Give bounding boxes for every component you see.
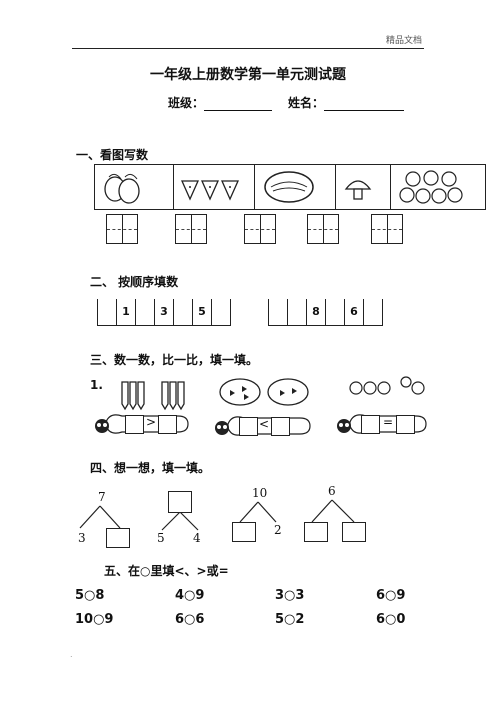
write-box-2[interactable] — [175, 214, 207, 244]
section-3-title: 三、数一数，比一比，填一填。 — [90, 353, 259, 367]
footer-mark: . — [70, 650, 73, 659]
seq-cell: 8 — [307, 299, 326, 325]
fish-bowl-compare-group — [215, 378, 311, 436]
bond-number: 4 — [193, 531, 201, 545]
compare-sign: > — [146, 415, 157, 429]
item-number: 1. — [90, 378, 103, 392]
compare-item[interactable]: 6○6 — [175, 612, 205, 627]
section-2-title: 二、 按顺序填数 — [90, 275, 179, 289]
seq-cell[interactable] — [212, 299, 230, 325]
class-label: 班级： — [168, 96, 205, 110]
seq-cell[interactable] — [288, 299, 307, 325]
seq-cell: 5 — [193, 299, 212, 325]
number-bond-lines — [79, 499, 355, 531]
name-label: 姓名： — [288, 96, 325, 110]
answer-box[interactable] — [158, 415, 177, 434]
apple-icon — [399, 170, 464, 204]
panda-icon — [215, 421, 229, 435]
strawberry-icon — [180, 180, 239, 201]
compare-item[interactable]: 6○9 — [376, 588, 406, 603]
apple-compare-group — [337, 376, 427, 434]
write-box-5[interactable] — [371, 214, 403, 244]
mushroom-icon — [344, 180, 372, 200]
compare-sign: < — [259, 417, 270, 431]
pencil-compare-group — [95, 381, 189, 434]
bond-number: 2 — [274, 523, 282, 537]
class-blank[interactable] — [204, 110, 273, 111]
seq-cell[interactable] — [98, 299, 117, 325]
picture-strip — [94, 164, 486, 210]
class-field: 班级： — [168, 94, 273, 111]
sequence-row-b: 8 6 — [268, 299, 383, 326]
page-title: 一年级上册数学第一单元测试题 — [150, 67, 346, 83]
write-box-4[interactable] — [307, 214, 339, 244]
answer-box[interactable] — [168, 491, 192, 513]
apple-icon — [349, 381, 363, 395]
section-5-title: 五、在○里填<、>或= — [104, 564, 229, 578]
compare-item[interactable]: 5○2 — [275, 612, 305, 627]
answer-box[interactable] — [125, 415, 144, 434]
answer-box[interactable] — [304, 522, 328, 542]
seq-cell[interactable] — [269, 299, 288, 325]
header-rule — [72, 48, 424, 49]
bond-number: 3 — [78, 531, 86, 545]
write-box-3[interactable] — [244, 214, 276, 244]
answer-box[interactable] — [232, 522, 256, 542]
name-blank[interactable] — [324, 110, 405, 111]
seq-cell[interactable] — [136, 299, 155, 325]
section-4-title: 四、想一想，填一填。 — [90, 461, 211, 475]
pic-cell-4 — [336, 165, 392, 209]
answer-box[interactable] — [106, 528, 130, 548]
seq-cell[interactable] — [174, 299, 193, 325]
answer-box[interactable] — [239, 417, 258, 436]
pic-cell-3 — [255, 165, 336, 209]
answer-box[interactable] — [396, 415, 415, 434]
panda-icon — [337, 419, 351, 433]
pic-cell-2 — [174, 165, 255, 209]
sequence-row-a: 1 3 5 — [97, 299, 231, 326]
answer-box[interactable] — [342, 522, 366, 542]
answer-box[interactable] — [361, 415, 380, 434]
seq-cell: 6 — [345, 299, 364, 325]
compare-sign: = — [383, 415, 394, 429]
bond-number: 10 — [252, 486, 268, 500]
seq-cell[interactable] — [364, 299, 382, 325]
write-box-1[interactable] — [106, 214, 138, 244]
header-tag: 精品文档 — [385, 36, 422, 46]
compare-item[interactable]: 3○3 — [275, 588, 305, 603]
compare-item[interactable]: 6○0 — [376, 612, 406, 627]
seq-cell: 3 — [155, 299, 174, 325]
watermelon-icon — [264, 171, 314, 203]
seq-cell: 1 — [117, 299, 136, 325]
pencil-icon — [121, 381, 185, 411]
answer-box[interactable] — [271, 417, 290, 436]
seq-cell[interactable] — [326, 299, 345, 325]
fish-bowl-icon — [219, 378, 261, 406]
bond-number: 6 — [328, 484, 336, 498]
section-1-title: 一、看图写数 — [76, 148, 149, 162]
bond-number: 7 — [98, 490, 106, 504]
compare-item[interactable]: 5○8 — [75, 588, 105, 603]
name-field: 姓名： — [288, 94, 405, 111]
compare-item[interactable]: 4○9 — [175, 588, 205, 603]
peach-icon — [104, 173, 140, 204]
bond-number: 5 — [157, 531, 165, 545]
pic-cell-1 — [95, 165, 174, 209]
panda-icon — [95, 419, 109, 433]
pic-cell-5 — [391, 165, 485, 209]
compare-item[interactable]: 10○9 — [75, 612, 114, 627]
